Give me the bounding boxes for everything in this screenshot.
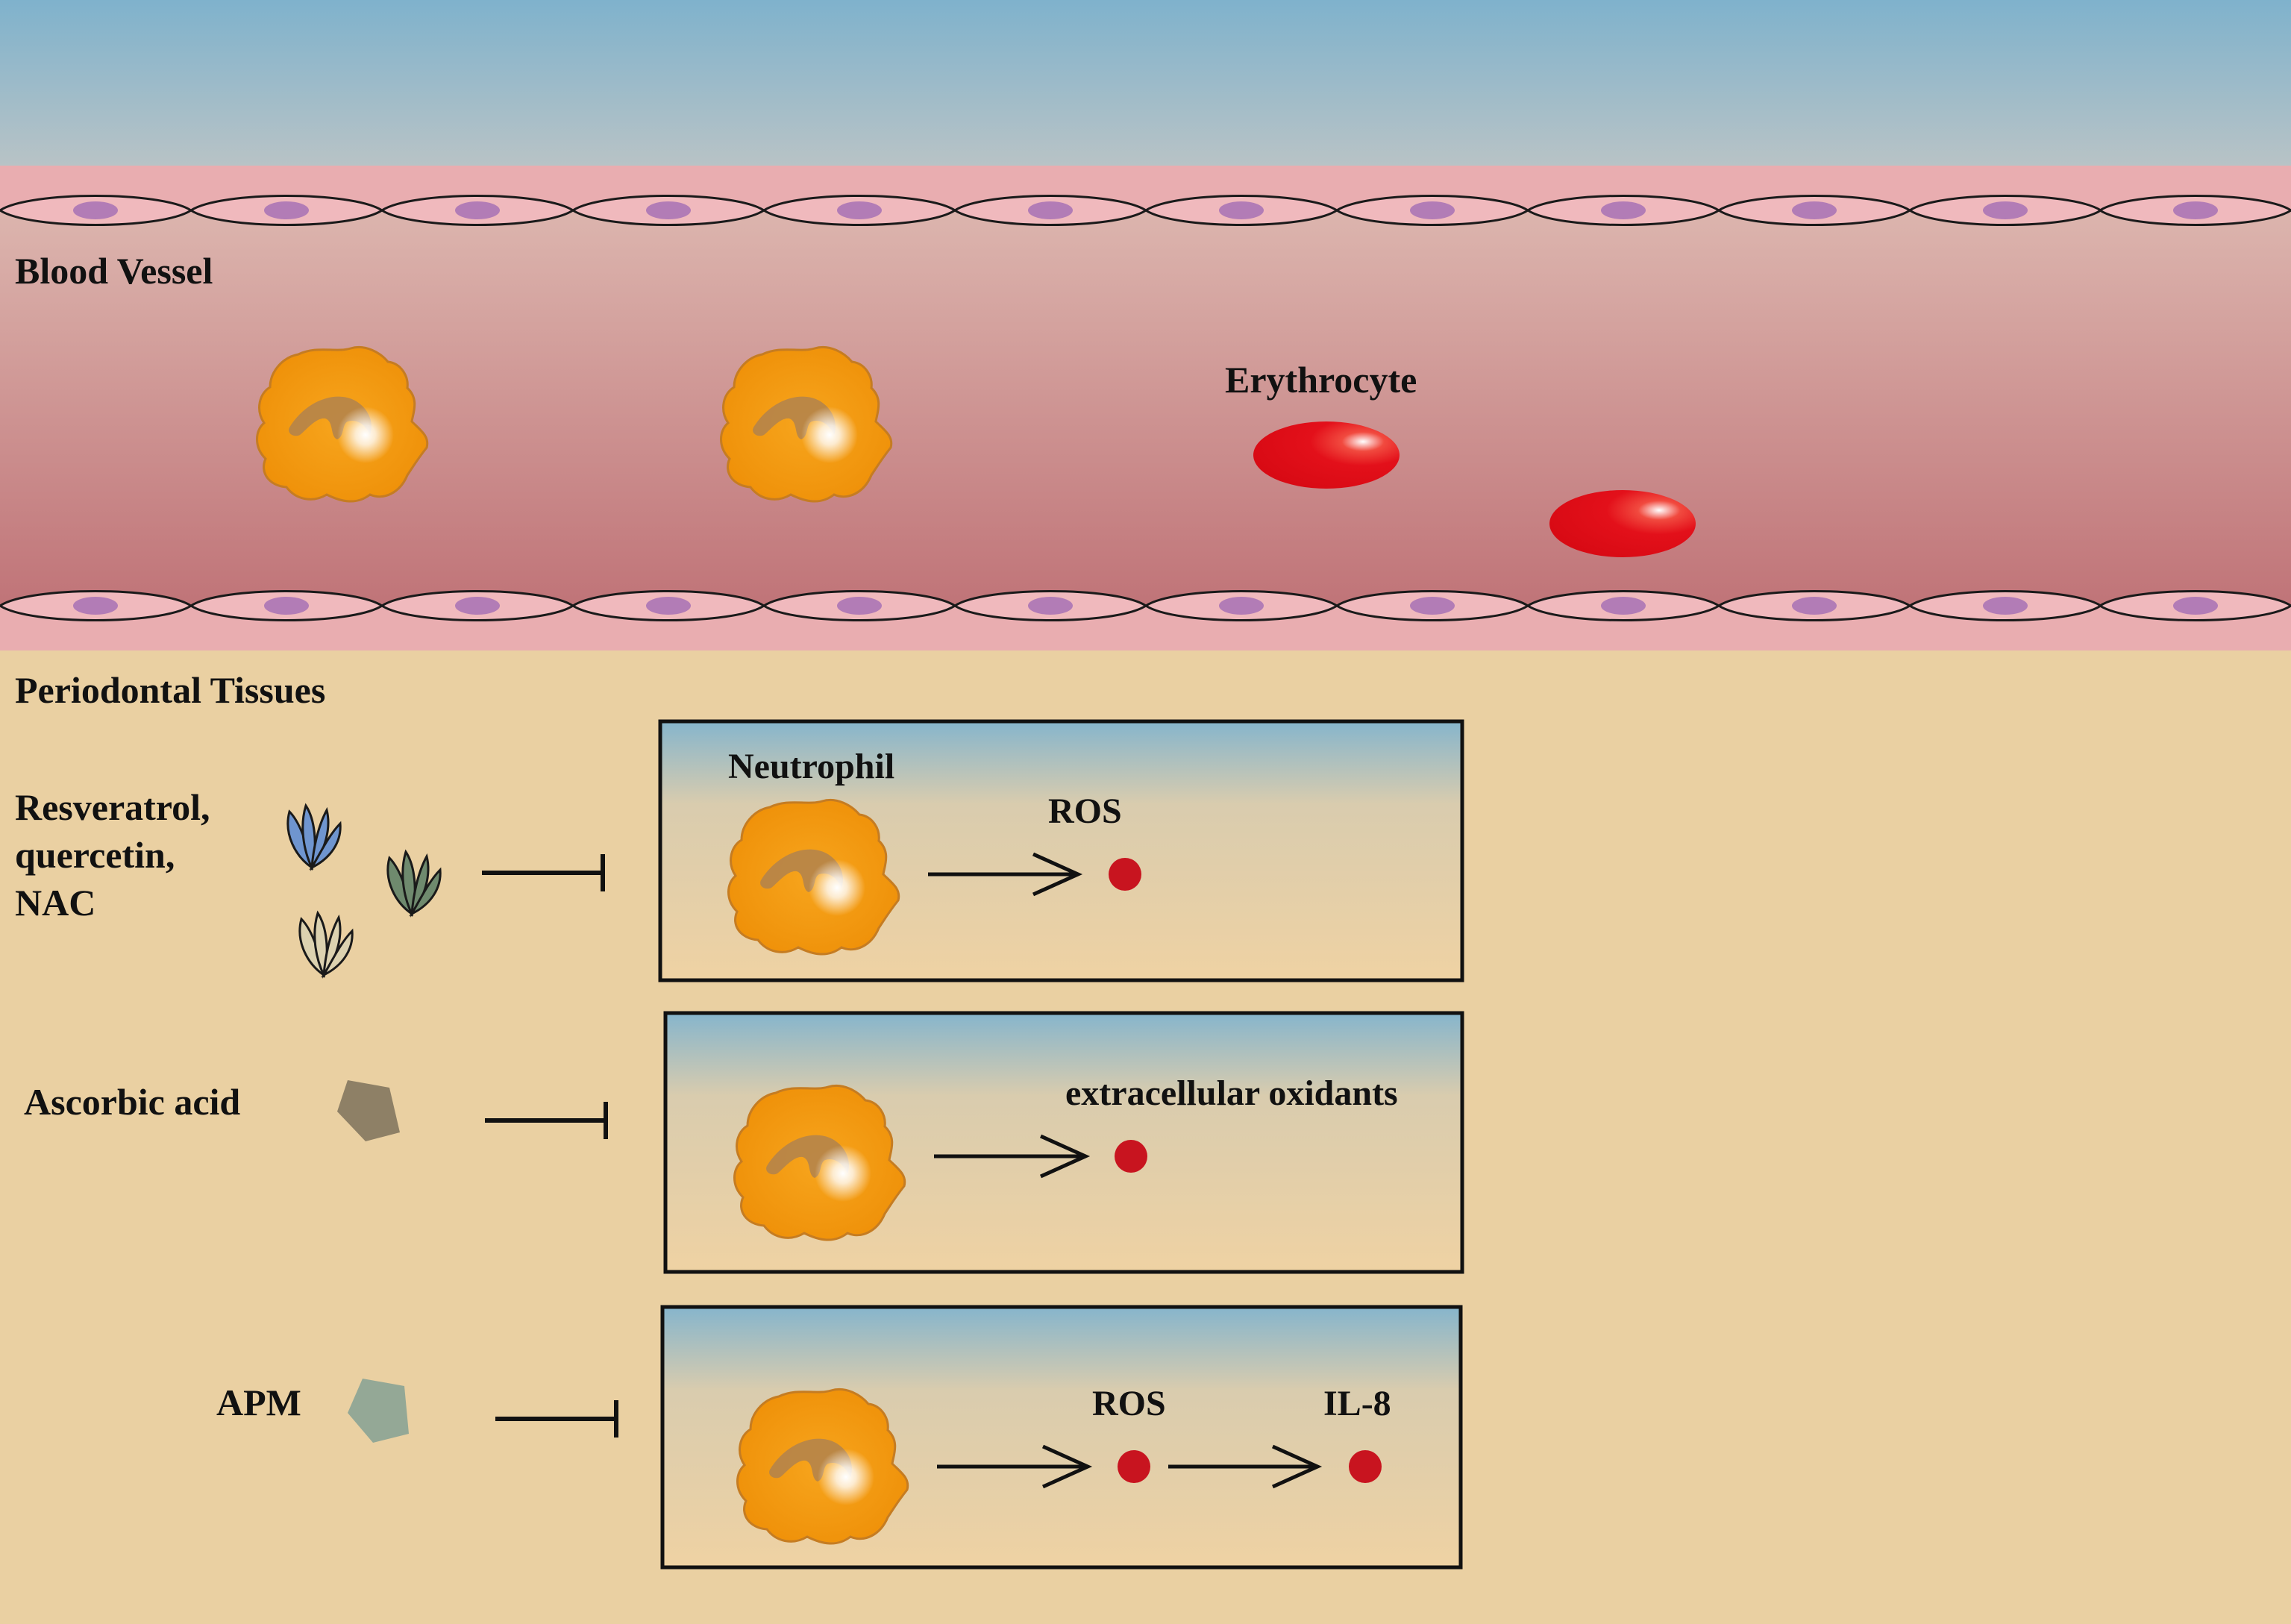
- ros-label: ROS: [1092, 1384, 1166, 1423]
- blood-vessel-label: Blood Vessel: [15, 250, 213, 292]
- endothelial-cell-icon: [380, 590, 574, 621]
- endothelial-cell-icon: [380, 195, 574, 226]
- endothelial-cell-icon: [1144, 195, 1338, 226]
- neutrophil-cell-icon: [720, 345, 893, 503]
- ros-dot-icon: [1115, 1140, 1147, 1173]
- endothelial-cell-icon: [189, 195, 383, 226]
- ros-dot-icon: [1109, 858, 1141, 891]
- inhibition-bar-icon: [482, 854, 605, 891]
- endothelial-cell-icon: [1335, 590, 1529, 621]
- endothelial-cell-icon: [1908, 590, 2102, 621]
- ros-dot-icon: [1349, 1450, 1382, 1483]
- endothelial-cell-icon: [1144, 590, 1338, 621]
- pentagon-molecule-icon: [348, 1379, 409, 1443]
- endothelial-cell-icon: [762, 195, 956, 226]
- endothelial-cell-icon: [1335, 195, 1529, 226]
- endothelial-cell-icon: [1526, 195, 1720, 226]
- il8-label: IL-8: [1323, 1384, 1391, 1423]
- endothelial-cell-icon: [762, 590, 956, 621]
- quercetin-label: quercetin,: [15, 834, 175, 876]
- endothelial-cell-icon: [571, 590, 765, 621]
- nac-label: NAC: [15, 882, 96, 924]
- arrow-icon: [934, 1134, 1091, 1179]
- inhibitor-group-label: Resveratrol, quercetin, NAC: [15, 783, 210, 927]
- endothelial-cell-icon: [571, 195, 765, 226]
- erythrocyte-icon: [1549, 490, 1696, 557]
- endothelial-cell-icon: [1717, 590, 1911, 621]
- endothelial-cell-icon: [1717, 195, 1911, 226]
- ascorbic-acid-label: Ascorbic acid: [24, 1081, 241, 1123]
- inhibition-bar-icon: [485, 1102, 608, 1139]
- erythrocyte-icon: [1253, 421, 1400, 489]
- endothelial-cell-icon: [0, 195, 192, 226]
- endothelial-cell-icon: [189, 590, 383, 621]
- endothelial-cell-icon: [953, 590, 1147, 621]
- endothelial-cell-icon: [1526, 590, 1720, 621]
- neutrophil-cell-icon: [736, 1388, 909, 1545]
- periodontal-tissues-label: Periodontal Tissues: [15, 669, 326, 711]
- endothelial-cell-icon: [953, 195, 1147, 226]
- neutrophil-cell-icon: [256, 345, 429, 503]
- apm-label: APM: [216, 1382, 301, 1423]
- pentagon-molecule-icon: [337, 1080, 400, 1141]
- neutrophil-cell-icon: [727, 798, 900, 956]
- endothelial-cell-icon: [0, 590, 192, 621]
- neutrophil-cell-icon: [733, 1084, 906, 1241]
- arrow-icon: [937, 1444, 1093, 1489]
- endothelial-cell-icon: [2099, 590, 2291, 621]
- arrow-icon: [1168, 1444, 1323, 1489]
- neutrophil-label: Neutrophil: [728, 747, 895, 786]
- erythrocyte-label: Erythrocyte: [1225, 359, 1417, 401]
- endothelial-cell-icon: [1908, 195, 2102, 226]
- extracellular-oxidants-label: extracellular oxidants: [1065, 1073, 1398, 1113]
- ros-label: ROS: [1048, 791, 1122, 831]
- arrow-icon: [928, 852, 1083, 897]
- inhibition-bar-icon: [495, 1400, 618, 1438]
- resveratrol-label: Resveratrol,: [15, 786, 210, 828]
- endothelial-cell-icon: [2099, 195, 2291, 226]
- ros-dot-icon: [1118, 1450, 1150, 1483]
- sky-band: [0, 0, 2291, 166]
